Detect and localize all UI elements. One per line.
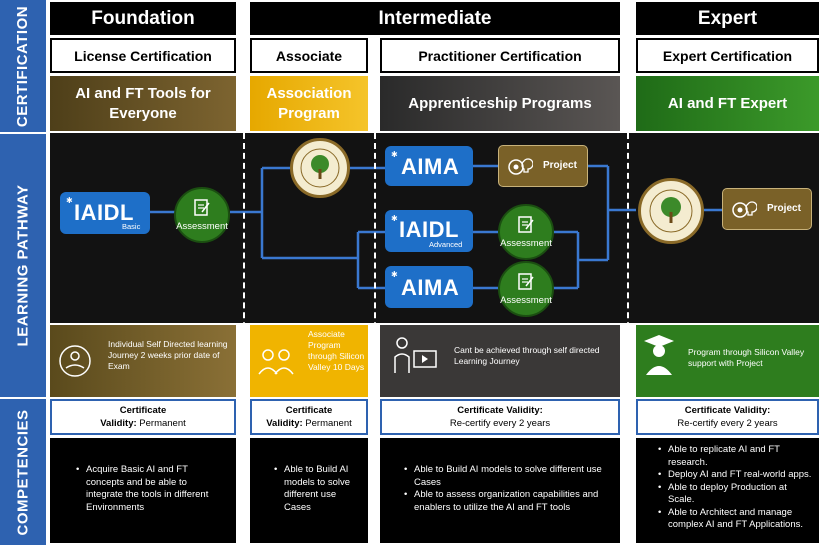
gear-bulb-icon [732, 201, 757, 218]
learning-pathway-side-label: LEARNING PATHWAY [0, 134, 46, 397]
competency-item: Able to Build AI models to solve differe… [274, 464, 362, 514]
svic-seal-expert [638, 178, 704, 244]
info-expert-text: Program through Silicon Valley support w… [688, 347, 805, 368]
aima-bottom-box: ✱ AIMA [385, 266, 473, 308]
assessment-circle-foundation: Assessment [174, 187, 230, 243]
info-associate: Associate Program through Silicon Valley… [250, 325, 368, 397]
competency-item: Able to Build AI models to solve differe… [404, 464, 612, 489]
certification-side-label: CERTIFICATION [0, 0, 46, 132]
assessment-label: Assessment [500, 238, 552, 249]
assessment-icon [518, 216, 534, 233]
presenter-icon [394, 337, 437, 373]
svic-seal-associate [290, 138, 350, 198]
aima-top-title: AIMA [401, 154, 460, 179]
project-box-expert: Project [722, 188, 812, 230]
tree-icon [649, 189, 693, 233]
competency-item: Deploy AI and FT real-world apps. [658, 469, 813, 482]
assessment-circle-advanced: Assessment [498, 204, 554, 260]
assessment-icon [194, 199, 210, 216]
aima-bottom-title: AIMA [401, 275, 460, 300]
cert-license: License Certification [50, 38, 236, 73]
level-intermediate: Intermediate [250, 2, 620, 35]
graduate-icon [644, 335, 674, 375]
category-apprenticeship: Apprenticeship Programs [380, 76, 620, 131]
divider-foundation [243, 133, 245, 398]
validity-foundation: Certificate Validity: Permanent [50, 399, 236, 435]
competencies-expert: Able to replicate AI and FT research. De… [636, 438, 819, 543]
info-foundation-text: Individual Self Directed learning Journe… [108, 339, 228, 371]
assessment-label: Assessment [500, 295, 552, 306]
validity-expert: Certificate Validity: Re-certify every 2… [636, 399, 819, 435]
spark-icon: ✱ [391, 270, 398, 279]
aima-top-box: ✱ AIMA [385, 146, 473, 186]
category-association: Association Program [250, 76, 368, 131]
divider-practitioner [627, 133, 629, 398]
cert-expert: Expert Certification [636, 38, 819, 73]
competency-item: Able to replicate AI and FT research. [658, 444, 813, 469]
project-box-practitioner: Project [498, 145, 588, 187]
learner-icon [59, 345, 91, 377]
competencies-practitioner: Able to Build AI models to solve differe… [380, 438, 620, 543]
project-label: Project [543, 160, 577, 171]
level-foundation: Foundation [50, 2, 236, 35]
category-expert: AI and FT Expert [636, 76, 819, 131]
validity-associate: Certificate Validity: Permanent [250, 399, 368, 435]
validity-title: Certificate [119, 405, 167, 416]
validity-practitioner: Certificate Validity: Re-certify every 2… [380, 399, 620, 435]
iaidl-basic-title: IAIDL [74, 200, 134, 225]
validity-value: Permanent [139, 418, 186, 429]
iaidl-advanced-sub: Advanced [429, 240, 463, 249]
validity-label: Validity: [266, 418, 303, 429]
info-associate-text: Associate Program through Silicon Valley… [308, 329, 365, 372]
validity-title: Certificate Validity: [457, 405, 543, 416]
assessment-icon [518, 273, 534, 290]
gear-bulb-icon [508, 158, 533, 175]
iaidl-advanced-box: ✱ IAIDL Advanced [385, 210, 473, 252]
category-tools: AI and FT Tools for Everyone [50, 76, 236, 131]
assessment-label: Assessment [176, 221, 228, 232]
divider-associate [374, 133, 376, 398]
iaidl-basic-box: ✱ IAIDL Basic [60, 192, 150, 234]
info-foundation: Individual Self Directed learning Journe… [50, 325, 236, 397]
project-label: Project [767, 203, 801, 214]
cert-associate: Associate [250, 38, 368, 73]
competencies-associate: Able to Build AI models to solve differe… [250, 438, 368, 543]
competencies-side-label: COMPETENCIES [0, 399, 46, 545]
competencies-foundation: Acquire Basic AI and FT concepts and be … [50, 438, 236, 543]
spark-icon: ✱ [66, 196, 73, 205]
assessment-circle-aima: Assessment [498, 261, 554, 317]
info-practitioner-text: Cant be achieved through self directed L… [454, 345, 600, 366]
competency-item: Able to Architect and manage complex AI … [658, 507, 813, 532]
info-expert: Program through Silicon Valley support w… [636, 325, 819, 397]
validity-title: Certificate Validity: [684, 405, 771, 416]
validity-value: Permanent [305, 418, 352, 429]
competency-item: Able to deploy Production at Scale. [658, 482, 813, 507]
iaidl-basic-sub: Basic [122, 222, 141, 231]
validity-value: Re-certify every 2 years [677, 418, 778, 429]
competency-item: Able to assess organization capabilities… [404, 489, 612, 514]
info-practitioner: Cant be achieved through self directed L… [380, 325, 620, 397]
level-expert: Expert [636, 2, 819, 35]
spark-icon: ✱ [391, 150, 398, 159]
validity-label: Validity: [100, 418, 137, 429]
people-icon [258, 349, 294, 375]
validity-title: Certificate [285, 405, 333, 416]
cert-practitioner: Practitioner Certification [380, 38, 620, 73]
iaidl-advanced-title: IAIDL [399, 217, 459, 242]
spark-icon: ✱ [391, 214, 398, 223]
competency-item: Acquire Basic AI and FT concepts and be … [76, 464, 226, 514]
tree-icon [300, 148, 340, 188]
validity-value: Re-certify every 2 years [449, 418, 551, 429]
